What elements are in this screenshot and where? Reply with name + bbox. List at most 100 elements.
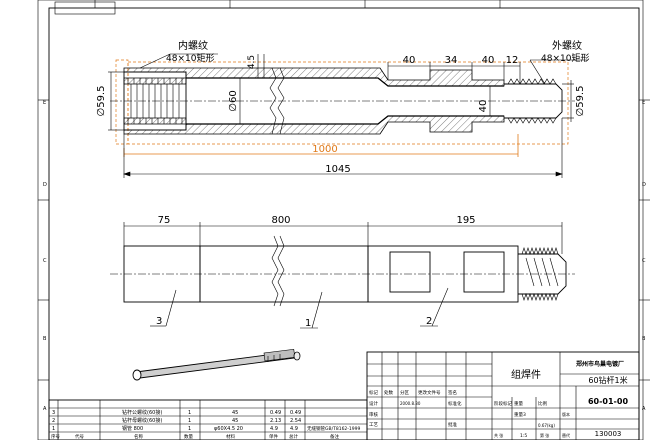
bom-row-qty: 1 <box>188 426 191 432</box>
title-block-name: 60钻杆1米 <box>588 375 627 385</box>
bom-row-material: 45 <box>232 418 238 424</box>
border-letter-right: B <box>642 336 646 342</box>
right-thread-title: 外螺纹 <box>552 39 582 52</box>
border-letter-left: C <box>43 258 47 264</box>
bom-row-w2: 0.49 <box>290 410 301 416</box>
tb-cell: 签名 <box>448 389 457 396</box>
dim-inner-length: 1000 <box>312 144 337 155</box>
tb-cell: 标准化 <box>448 400 462 407</box>
dim-75: 75 <box>158 215 171 226</box>
slot-window <box>389 251 431 293</box>
break-line <box>277 67 285 135</box>
top-label-box <box>54 1 116 15</box>
bom-row-name: 钻杆母螺纹(60接) <box>122 417 162 424</box>
bom-header: 数量 <box>184 433 193 440</box>
dim-inner-diameter: ∅60 <box>228 90 239 111</box>
tb-bottom: 第 张 <box>540 432 549 438</box>
title-block: 组焊件 郑州市鸟巢电镀厂 60钻杆1米 60-01-00 130003 标记 处… <box>366 351 640 440</box>
bom-header: 名称 <box>134 433 143 440</box>
tb-cell: 处数 <box>384 389 393 396</box>
tb-bottom: 共 张 <box>494 432 503 438</box>
border-letter-left: A <box>43 406 47 412</box>
bom-row-note: 无缝钢管GB/T8162-1999 <box>307 425 361 432</box>
break-line <box>269 67 277 135</box>
tb-cell: 分区 <box>400 389 409 396</box>
assembly-view: 75 800 195 3 1 2 <box>110 215 575 329</box>
tb-cell: 审核 <box>369 411 378 418</box>
border-letter-left: B <box>43 336 47 342</box>
tb-mid-label: 重量 <box>514 400 523 407</box>
tb-cell: 设计 <box>369 400 378 407</box>
bom-row-w2: 2.54 <box>290 418 301 424</box>
bom-row-no: 1 <box>52 426 55 432</box>
bom-row-w2: 4.9 <box>290 426 298 432</box>
border-letter-right: E <box>642 100 645 106</box>
tb-cell: 标记 <box>369 389 378 396</box>
inner-bore <box>186 77 504 125</box>
bom-header: 总计 <box>289 433 298 440</box>
dim-slot-12: 12 <box>506 55 519 66</box>
bom-row-qty: 1 <box>188 410 191 416</box>
bom-row-w1: 4.9 <box>270 426 278 432</box>
bom-row-w1: 2.13 <box>270 418 281 424</box>
bom-row-material: φ60X4.5 20 <box>214 426 243 432</box>
dim-slot-40b: 40 <box>482 55 495 66</box>
assembly-break-line <box>271 235 279 307</box>
tb-mid-label: 比例 <box>538 400 547 407</box>
tb-bottom: 替代 <box>562 432 570 438</box>
tb-mid-value: 重量3 <box>514 411 526 418</box>
assembly-break-line <box>277 235 285 307</box>
sheet-border-inner <box>48 7 640 440</box>
border-letter-right: D <box>642 182 646 188</box>
tb-cell: 工艺 <box>369 422 378 428</box>
dim-slot-34: 34 <box>445 55 458 66</box>
left-thread-spec: 48×10矩形 <box>166 52 214 64</box>
bom-table: 3 钻杆公螺纹(60接) 1 45 0.49 0.49 2 钻杆母螺纹(60接)… <box>48 399 368 440</box>
bom-row-material: 45 <box>232 410 238 416</box>
dim-800: 800 <box>271 215 290 226</box>
slot-window <box>463 251 505 293</box>
border-letter-right: C <box>642 258 646 264</box>
bom-header: 材料 <box>226 433 235 440</box>
balloon-3: 3 <box>156 316 162 327</box>
bom-header: 单件 <box>269 433 278 440</box>
bom-row-no: 3 <box>52 410 55 416</box>
sheet-border-outer <box>37 0 644 440</box>
bom-header: 序号 <box>51 433 60 440</box>
tb-cell: 更改文件号 <box>418 389 441 396</box>
tb-bottom: 版本 <box>562 411 570 417</box>
title-block-drawing-no: 60-01-00 <box>588 397 628 406</box>
left-thread <box>123 71 187 131</box>
border-letter-left: D <box>43 182 47 188</box>
bom-row-no: 2 <box>52 418 55 424</box>
envelope-left <box>115 59 129 145</box>
zone-ticks <box>38 0 650 381</box>
bom-header: 代号 <box>75 433 84 440</box>
tb-mid-label: 阶段标记 <box>494 400 512 407</box>
dim-right-diameter: ∅59.5 <box>575 86 586 117</box>
border-letter-left: E <box>43 100 46 106</box>
dim-vertical-40: 40 <box>478 100 489 113</box>
bom-row-qty: 1 <box>188 418 191 424</box>
balloon-1: 1 <box>305 318 311 329</box>
isometric-preview <box>132 349 301 381</box>
tb-cell: 2000.8.30 <box>400 401 421 406</box>
dim-left-diameter: ∅59.5 <box>96 86 107 117</box>
bom-row-name: 钻杆公螺纹(60接) <box>122 409 162 416</box>
tb-mid-value: 0.67(kg) <box>538 423 555 428</box>
dim-195: 195 <box>456 215 475 226</box>
bom-row-w1: 0.49 <box>270 410 281 416</box>
title-block-company: 郑州市鸟巢电镀厂 <box>576 360 624 368</box>
envelope-main <box>127 61 569 145</box>
tb-cell: 批准 <box>448 421 457 428</box>
section-view: 1000 1045 ∅59.5 ∅59.5 ∅60 4.5 40 34 4 <box>96 39 589 178</box>
right-thread-spec: 48×10矩形 <box>541 52 589 64</box>
balloon-2: 2 <box>426 316 432 327</box>
title-block-label: 组焊件 <box>511 368 541 381</box>
bom-row-name: 钢管 800 <box>122 425 143 432</box>
tb-scale: 1:5 <box>520 433 527 439</box>
dim-slot-40a: 40 <box>403 55 416 66</box>
dim-total-length: 1045 <box>325 164 350 175</box>
border-letter-right: A <box>642 406 646 412</box>
